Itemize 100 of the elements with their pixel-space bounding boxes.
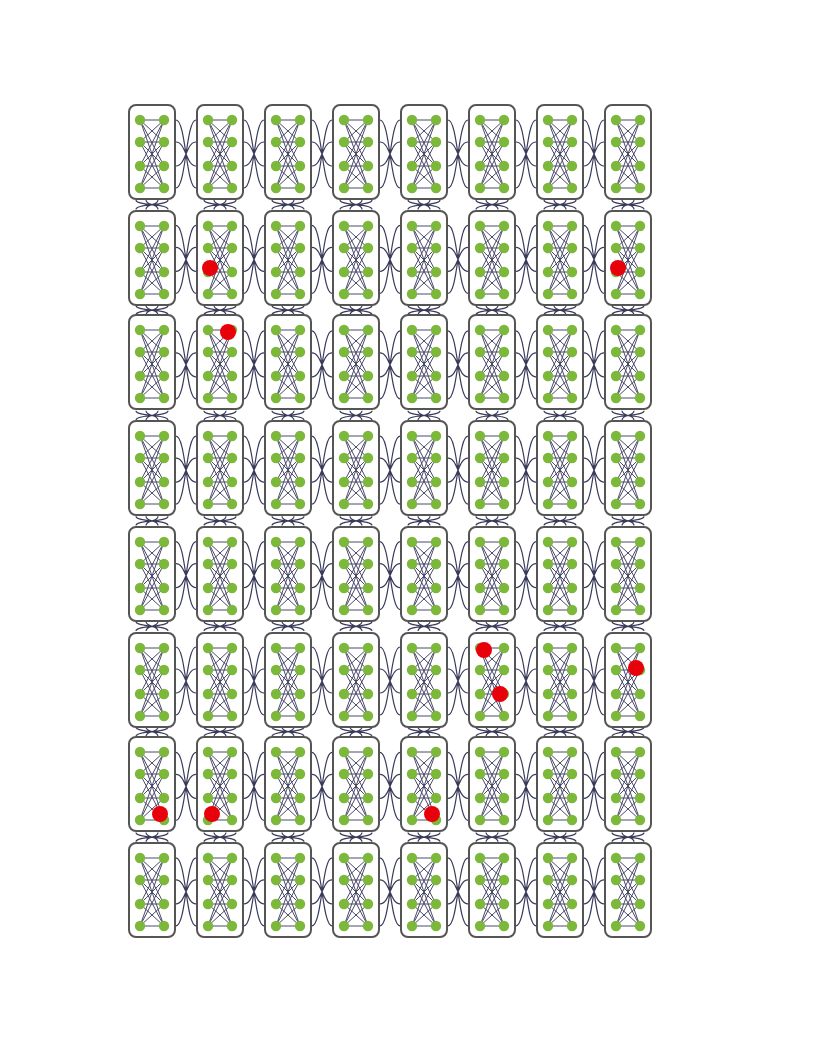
- connector-bundle: [379, 330, 401, 400]
- connector-bundle: [583, 435, 605, 505]
- connector-bundle: [243, 435, 265, 505]
- connector-bundle: [543, 199, 577, 210]
- connector-bundle: [475, 304, 509, 316]
- connector-bundle: [379, 646, 401, 716]
- connector-bundle: [203, 199, 237, 210]
- connector-bundle: [543, 831, 577, 843]
- connector-bundle: [447, 330, 469, 400]
- connector-bundle: [611, 831, 645, 843]
- node-dot: [492, 685, 508, 701]
- connector-bundle: [475, 199, 509, 210]
- connector-bundle: [175, 541, 197, 611]
- connector-bundle: [611, 515, 645, 527]
- connector-bundle: [379, 857, 401, 927]
- connector-bundle: [243, 857, 265, 927]
- connector-bundle: [543, 621, 577, 632]
- connector-bundle: [135, 410, 169, 421]
- connector-bundle: [407, 515, 441, 527]
- connector-bundle: [447, 435, 469, 505]
- connector-bundle: [203, 831, 237, 843]
- connector-bundle: [379, 224, 401, 294]
- connector-bundle: [475, 410, 509, 421]
- connector-bundle: [175, 857, 197, 927]
- connector-bundle: [339, 621, 373, 632]
- connector-bundle: [311, 119, 333, 189]
- connector-bundle: [175, 224, 197, 294]
- connector-bundle: [611, 199, 645, 210]
- connector-bundle: [543, 410, 577, 421]
- connector-bundle: [515, 119, 537, 189]
- connector-bundle: [407, 621, 441, 632]
- connector-bundle: [379, 751, 401, 821]
- connector-bundle: [447, 119, 469, 189]
- connector-bundle: [379, 119, 401, 189]
- connector-bundle: [611, 726, 645, 737]
- connector-bundle: [175, 119, 197, 189]
- connector-bundle: [135, 515, 169, 527]
- connector-bundle: [271, 304, 305, 316]
- connector-bundle: [379, 541, 401, 611]
- connector-bundle: [447, 751, 469, 821]
- connector-bundle: [135, 726, 169, 737]
- connector-bundle: [475, 515, 509, 527]
- connector-bundle: [203, 304, 237, 316]
- connector-bundle: [135, 304, 169, 316]
- connector-bundle: [339, 304, 373, 316]
- connector-bundle: [311, 224, 333, 294]
- connector-bundle: [407, 410, 441, 421]
- connector-bundle: [583, 857, 605, 927]
- connector-bundle: [583, 646, 605, 716]
- node-dot: [424, 806, 440, 823]
- connector-bundle: [515, 751, 537, 821]
- connector-bundle: [203, 621, 237, 632]
- connector-bundle: [543, 726, 577, 737]
- node-dot: [204, 806, 220, 823]
- connector-bundle: [583, 541, 605, 611]
- node-dot: [476, 641, 492, 657]
- connector-bundle: [135, 621, 169, 632]
- connector-bundle: [611, 621, 645, 632]
- node-dot: [628, 659, 644, 675]
- connector-bundle: [243, 330, 265, 400]
- connector-bundle: [243, 224, 265, 294]
- connector-bundle: [583, 751, 605, 821]
- connector-bundle: [311, 541, 333, 611]
- connector-bundle: [339, 515, 373, 527]
- connector-bundle: [311, 435, 333, 505]
- connector-bundle: [243, 541, 265, 611]
- connector-bundle: [175, 435, 197, 505]
- connector-bundle: [271, 199, 305, 210]
- connector-bundle: [339, 199, 373, 210]
- connector-bundle: [135, 199, 169, 210]
- connector-bundle: [203, 515, 237, 527]
- connector-bundle: [515, 330, 537, 400]
- connector-bundle: [611, 410, 645, 421]
- connector-bundle: [583, 224, 605, 294]
- connector-bundle: [339, 831, 373, 843]
- connector-bundle: [583, 330, 605, 400]
- connector-bundle: [475, 726, 509, 737]
- connector-bundle: [515, 224, 537, 294]
- connector-bundle: [175, 646, 197, 716]
- connector-bundle: [243, 646, 265, 716]
- connector-bundle: [175, 330, 197, 400]
- connector-bundle: [515, 541, 537, 611]
- connector-bundle: [475, 831, 509, 843]
- connector-bundle: [407, 831, 441, 843]
- node-dot: [610, 259, 626, 276]
- connector-bundle: [475, 621, 509, 632]
- connector-bundle: [271, 410, 305, 421]
- connector-bundle: [447, 646, 469, 716]
- connector-bundle: [311, 857, 333, 927]
- connector-bundle: [583, 119, 605, 189]
- connector-bundle: [339, 410, 373, 421]
- connector-bundle: [447, 857, 469, 927]
- connector-bundle: [515, 646, 537, 716]
- connector-bundle: [515, 435, 537, 505]
- connector-bundle: [271, 726, 305, 737]
- connector-bundle: [311, 646, 333, 716]
- connector-bundle: [543, 515, 577, 527]
- connector-bundle: [243, 119, 265, 189]
- connector-bundle: [515, 857, 537, 927]
- connector-bundle: [203, 726, 237, 737]
